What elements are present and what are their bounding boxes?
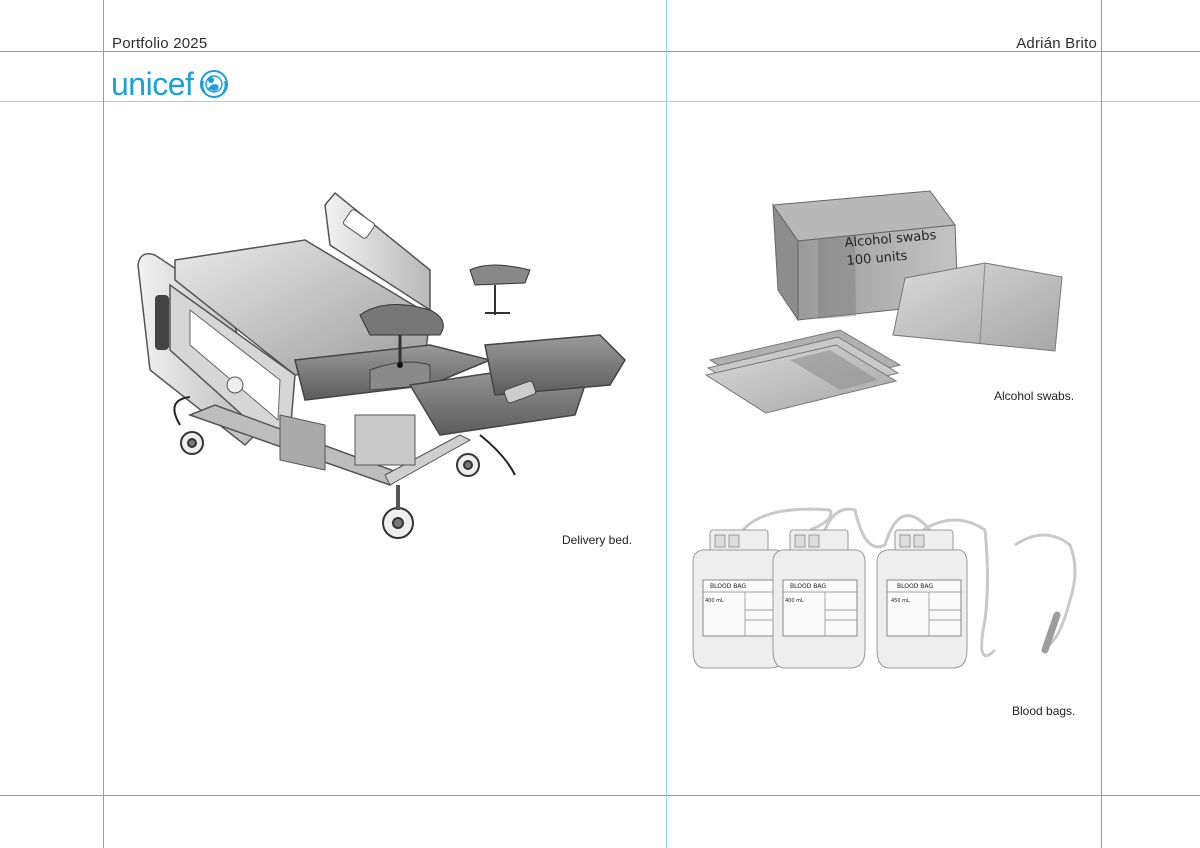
delivery-bed-illustration (137, 191, 626, 539)
unicef-logo: unicef (111, 68, 229, 100)
delivery-bed-caption: Delivery bed. (562, 533, 633, 547)
guide-left (103, 0, 104, 848)
unicef-emblem-icon (200, 70, 229, 98)
portfolio-title: Portfolio 2025 (112, 35, 208, 52)
alcohol-swabs-illustration: Alcohol swabs 100 units (704, 190, 1063, 414)
guide-right (1101, 0, 1102, 848)
blood-bag-3: BLOOD BAG 450 mL (876, 529, 968, 669)
guide-center (666, 0, 667, 848)
blood-bag-1: BLOOD BAG 400 mL (692, 529, 786, 669)
blood-bags-illustration: BLOOD BAG 400 mL BLOOD BAG 400 mL BLOOD … (692, 507, 1077, 669)
guide-header-bottom (0, 101, 1200, 102)
blood-bag-2-title: BLOOD BAG (790, 583, 826, 590)
box-label-line2: 100 units (846, 249, 908, 269)
author-name: Adrián Brito (1016, 35, 1097, 52)
guide-bottom (0, 795, 1200, 796)
blood-bag-3-volume: 450 mL (891, 598, 910, 604)
blood-bags-caption: Blood bags. (1012, 704, 1076, 718)
blood-bag-1-title: BLOOD BAG (710, 583, 746, 590)
logo-wordmark: unicef (111, 66, 194, 102)
alcohol-swabs-caption: Alcohol swabs. (994, 389, 1075, 403)
blood-bag-2: BLOOD BAG 400 mL (772, 529, 866, 669)
blood-bag-2-volume: 400 mL (785, 598, 804, 604)
guide-top (0, 51, 1200, 52)
blood-bag-1-volume: 400 mL (705, 598, 724, 604)
blood-bag-3-title: BLOOD BAG (897, 583, 933, 590)
